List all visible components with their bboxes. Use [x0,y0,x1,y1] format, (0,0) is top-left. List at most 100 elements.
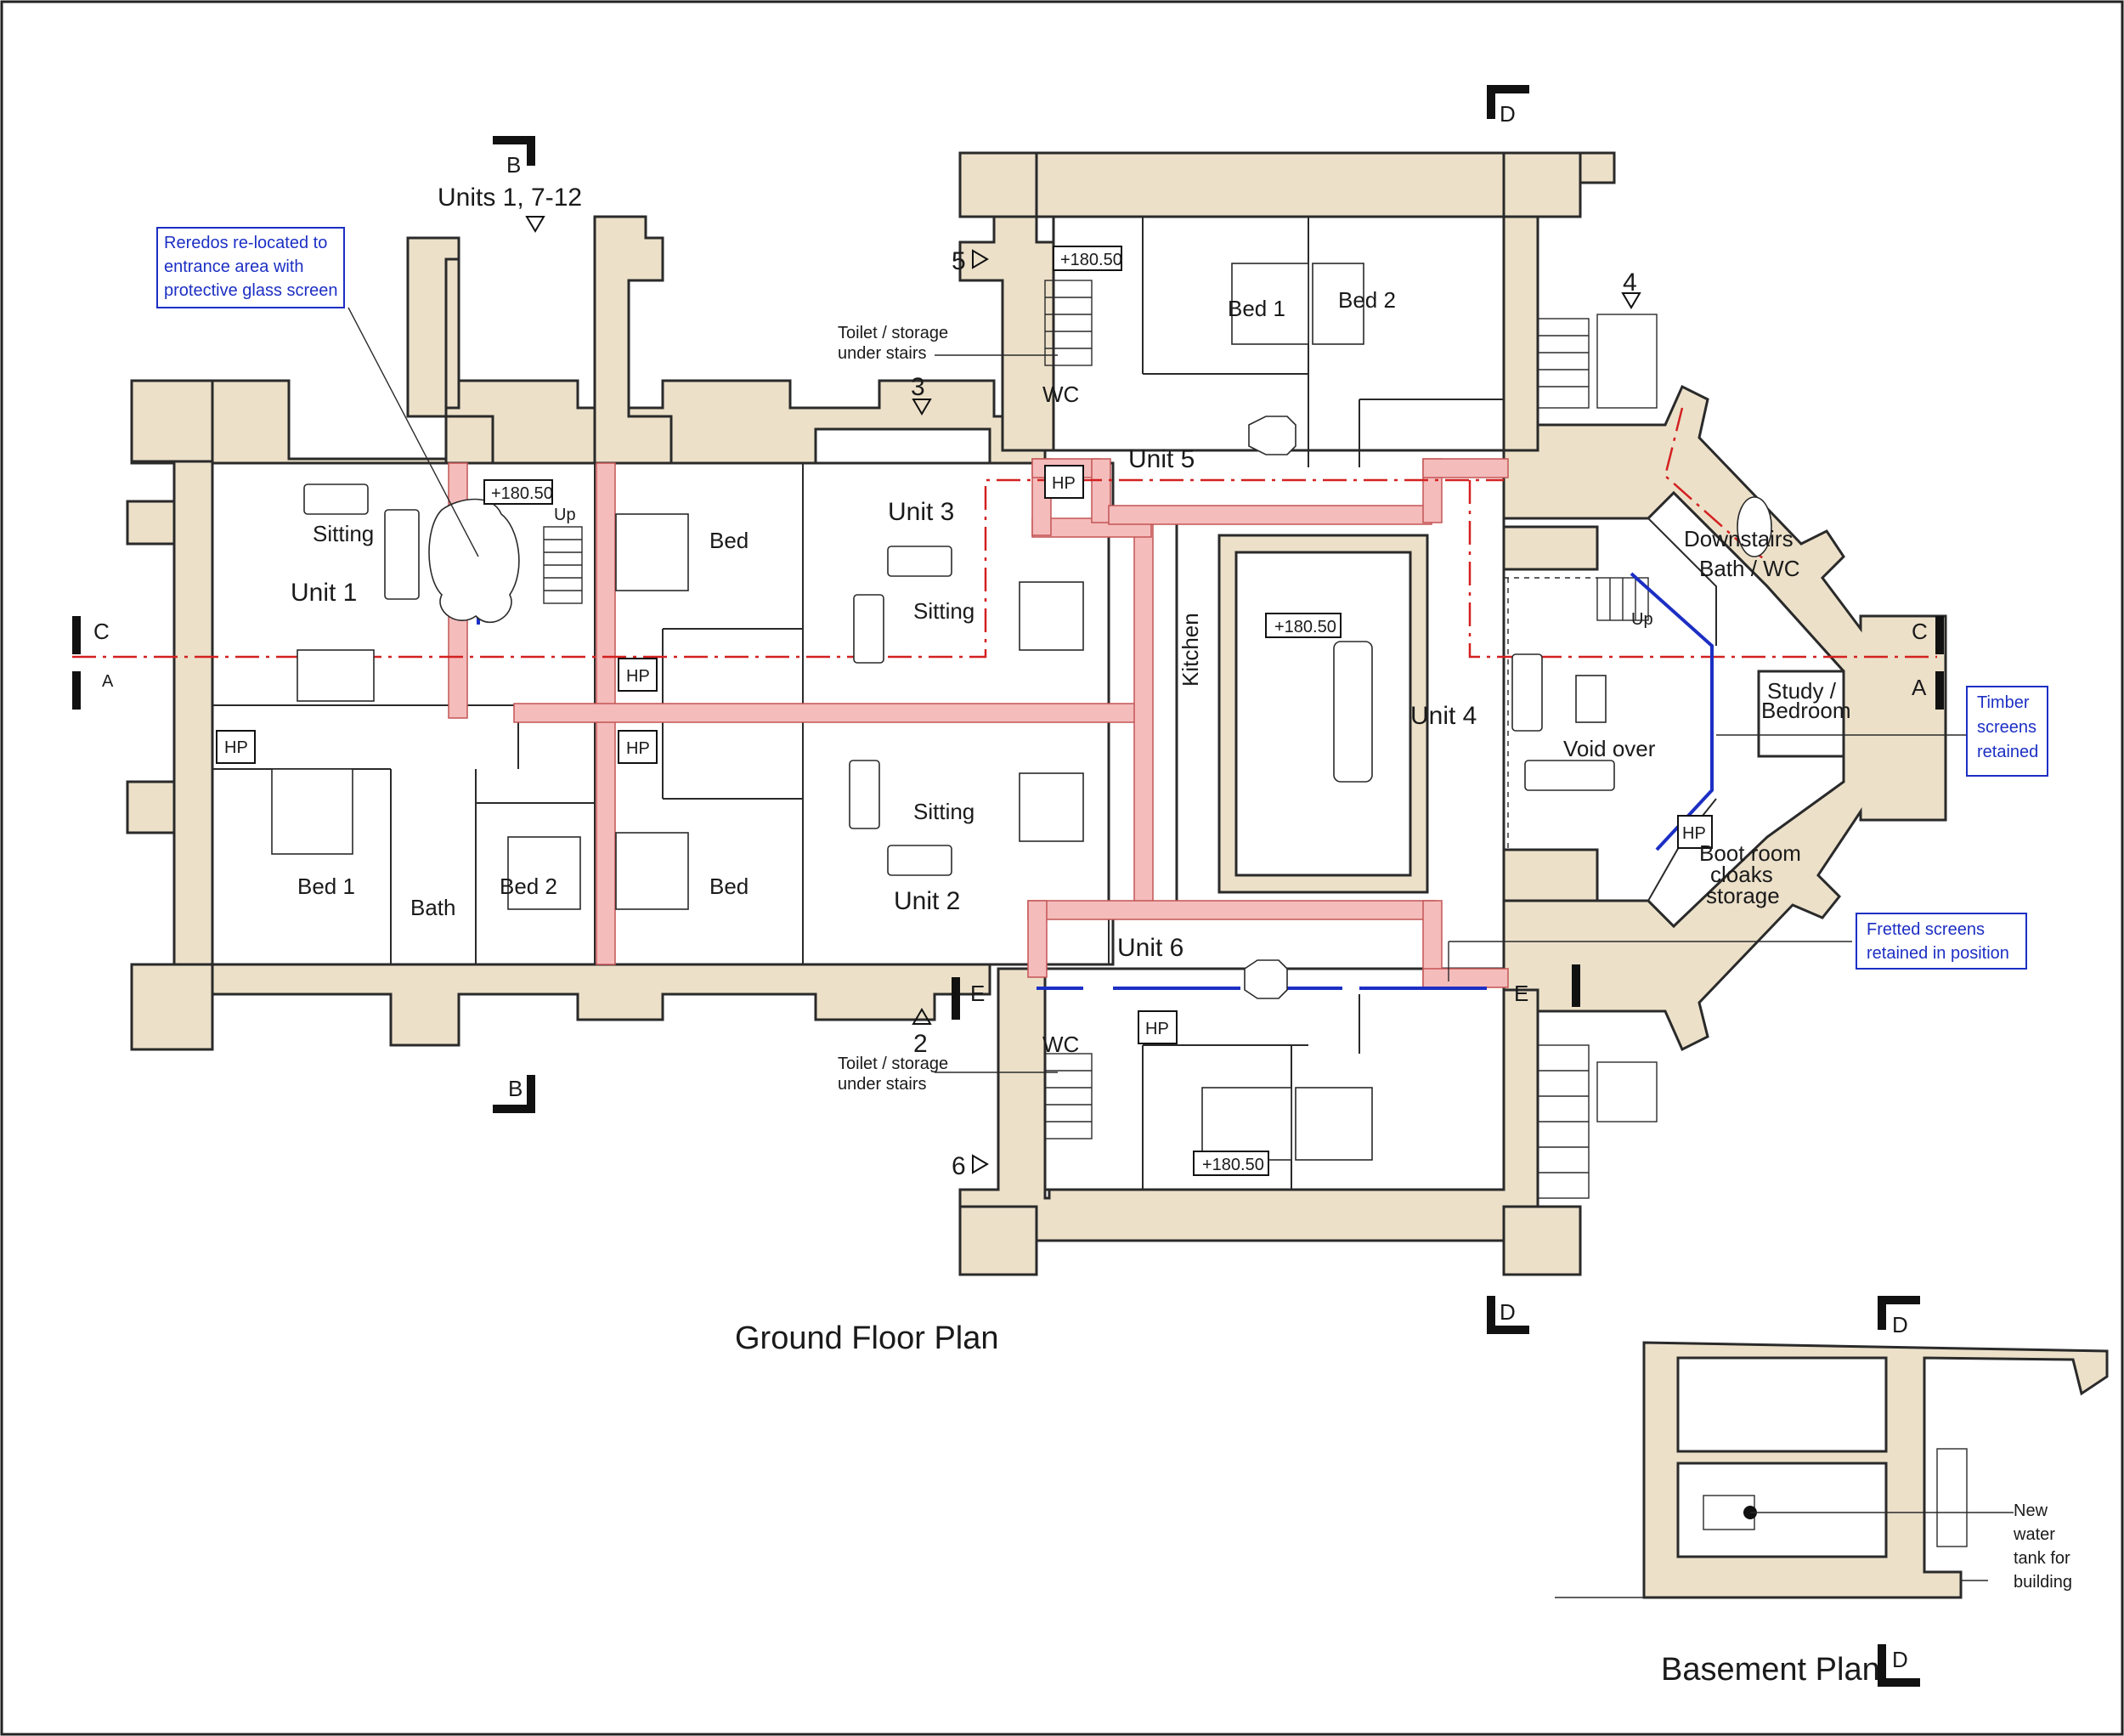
bed-unit1-bed2 [507,836,581,910]
section-d-bottom-flag [1487,1326,1529,1334]
basement-plan [1555,1341,2109,1599]
level-box-1 [483,479,553,505]
duct-8 [1091,458,1111,523]
reredos-leader [347,307,479,557]
dining-table-unit4 [1333,641,1373,783]
section-line-c-west [72,478,1504,659]
section-c-left-flag [72,616,81,654]
basement-room-2 [1676,1462,1888,1558]
level-box-3 [1265,613,1342,638]
porch-inner-left [444,257,460,410]
room-bed-u3: Bed [709,528,748,553]
level-1: +180.50 [491,484,553,503]
duct-13 [1027,900,1048,978]
stair-unit6 [1044,1053,1093,1139]
bed-unit6-1 [1201,1087,1292,1161]
toilet-note-top-2: under stairs [838,344,927,363]
octagon-light-unit5 [1248,416,1296,455]
section-d-basement-b: D [1892,1647,1908,1672]
entrance-arrow-5 [972,249,989,269]
units-label: Units 1, 7-12 [438,184,582,212]
entrance-6: 6 [952,1152,966,1180]
stair-external-e2 [1596,1061,1658,1122]
note-reredos-2: entrance area with [164,257,304,276]
room-void-over: Void over [1563,736,1656,761]
text-labels: Units 1, 7-12 A Unit 1 Unit 3 Unit 2 Uni… [93,101,2072,1688]
entrance-2: 2 [913,1030,928,1058]
duct-12 [1027,900,1437,920]
hp-box-u6 [1138,1010,1178,1044]
note-fretted-1: Fretted screens [1867,920,1985,939]
up-label-u4: Up [1631,610,1653,629]
buttress-unit6-sw [958,1205,1038,1276]
section-c-right: C [1912,619,1928,644]
room-bed2-u5: Bed 2 [1338,287,1396,313]
room-boot-2: cloaks [1710,862,1773,887]
table-unit1 [297,649,375,702]
note-timber-1: Timber [1977,693,2030,712]
basement-title: Basement Plan [1661,1652,1880,1688]
section-a-left-flag [72,671,81,710]
buttress-unit5-ne [1502,151,1582,218]
duct-4 [1133,517,1154,910]
room-wc-u6: WC [1042,1032,1079,1057]
basement-room-1 [1676,1356,1888,1453]
timber-note-box [1966,686,2048,777]
hp-label-u2: HP [626,739,650,758]
sofa-unit3-b [853,594,884,664]
bed-unit1 [271,768,353,855]
hp-boxes [216,465,1713,1044]
table-unit2 [1019,772,1084,842]
hp-label-u5: HP [1052,474,1076,493]
section-d-basement-top [1878,1296,1920,1304]
entrance-4: 4 [1623,269,1637,297]
section-line-c-east [1468,480,1937,659]
buttress-unit6-se [1502,1205,1582,1276]
section-d-basement-bottom [1878,1678,1920,1687]
section-d-bottom: D [1500,1299,1516,1325]
section-e-right-label: E [1514,981,1528,1006]
east-wing-inner-walls [1502,525,1599,902]
section-a-right: A [1912,675,1927,700]
table-unit3 [1019,581,1084,651]
octagon-light-unit6 [1244,959,1288,999]
buttress-nw [130,379,214,463]
section-d-top-flag [1487,85,1529,93]
service-ducts [448,458,1509,988]
room-sitting-u1: Sitting [313,521,374,546]
section-e-left-label: E [970,981,985,1006]
note-reredos-1: Reredos re-located to [164,234,327,252]
section-c-left: C [93,619,110,644]
section-lines [72,407,1937,659]
entrance-arrow-main [525,216,545,233]
sofa-unit4-b [1524,760,1615,791]
buttress-unit5-nw [958,151,1038,218]
entrance-5: 5 [952,247,966,275]
section-markers [72,85,1944,1687]
entrance-arrow-3 [912,399,932,416]
section-c-right-flag [1935,616,1944,654]
bed-unit2 [615,832,689,910]
stair-external-4 [1537,318,1590,409]
section-b-bottom: B [508,1076,523,1101]
section-d-basement-a: D [1892,1312,1908,1337]
stair-unit5 [1044,280,1093,366]
note-timber-3: retained [1977,743,2038,761]
basement-stair [1936,1448,1968,1547]
hp-box-u1 [216,730,256,764]
level-3: +180.50 [1274,618,1336,636]
room-sitting-u2: Sitting [913,799,974,824]
left-bay [126,500,176,834]
hp-box-u5 [1044,465,1084,499]
room-bed2-u1: Bed 2 [500,874,557,899]
level-2: +180.50 [1060,251,1122,269]
up-label-u1: Up [554,506,576,524]
stair-external-4b [1596,314,1658,409]
room-bath-u1: Bath [410,895,456,920]
hp-label-u1: HP [224,738,248,757]
room-kitchen: Kitchen [1178,613,1203,687]
section-a-right-flag [1935,671,1944,710]
unit3-label: Unit 3 [888,498,954,526]
toilet-note-bottom-2: under stairs [838,1075,927,1094]
room-bed1-u1: Bed 1 [297,874,355,899]
